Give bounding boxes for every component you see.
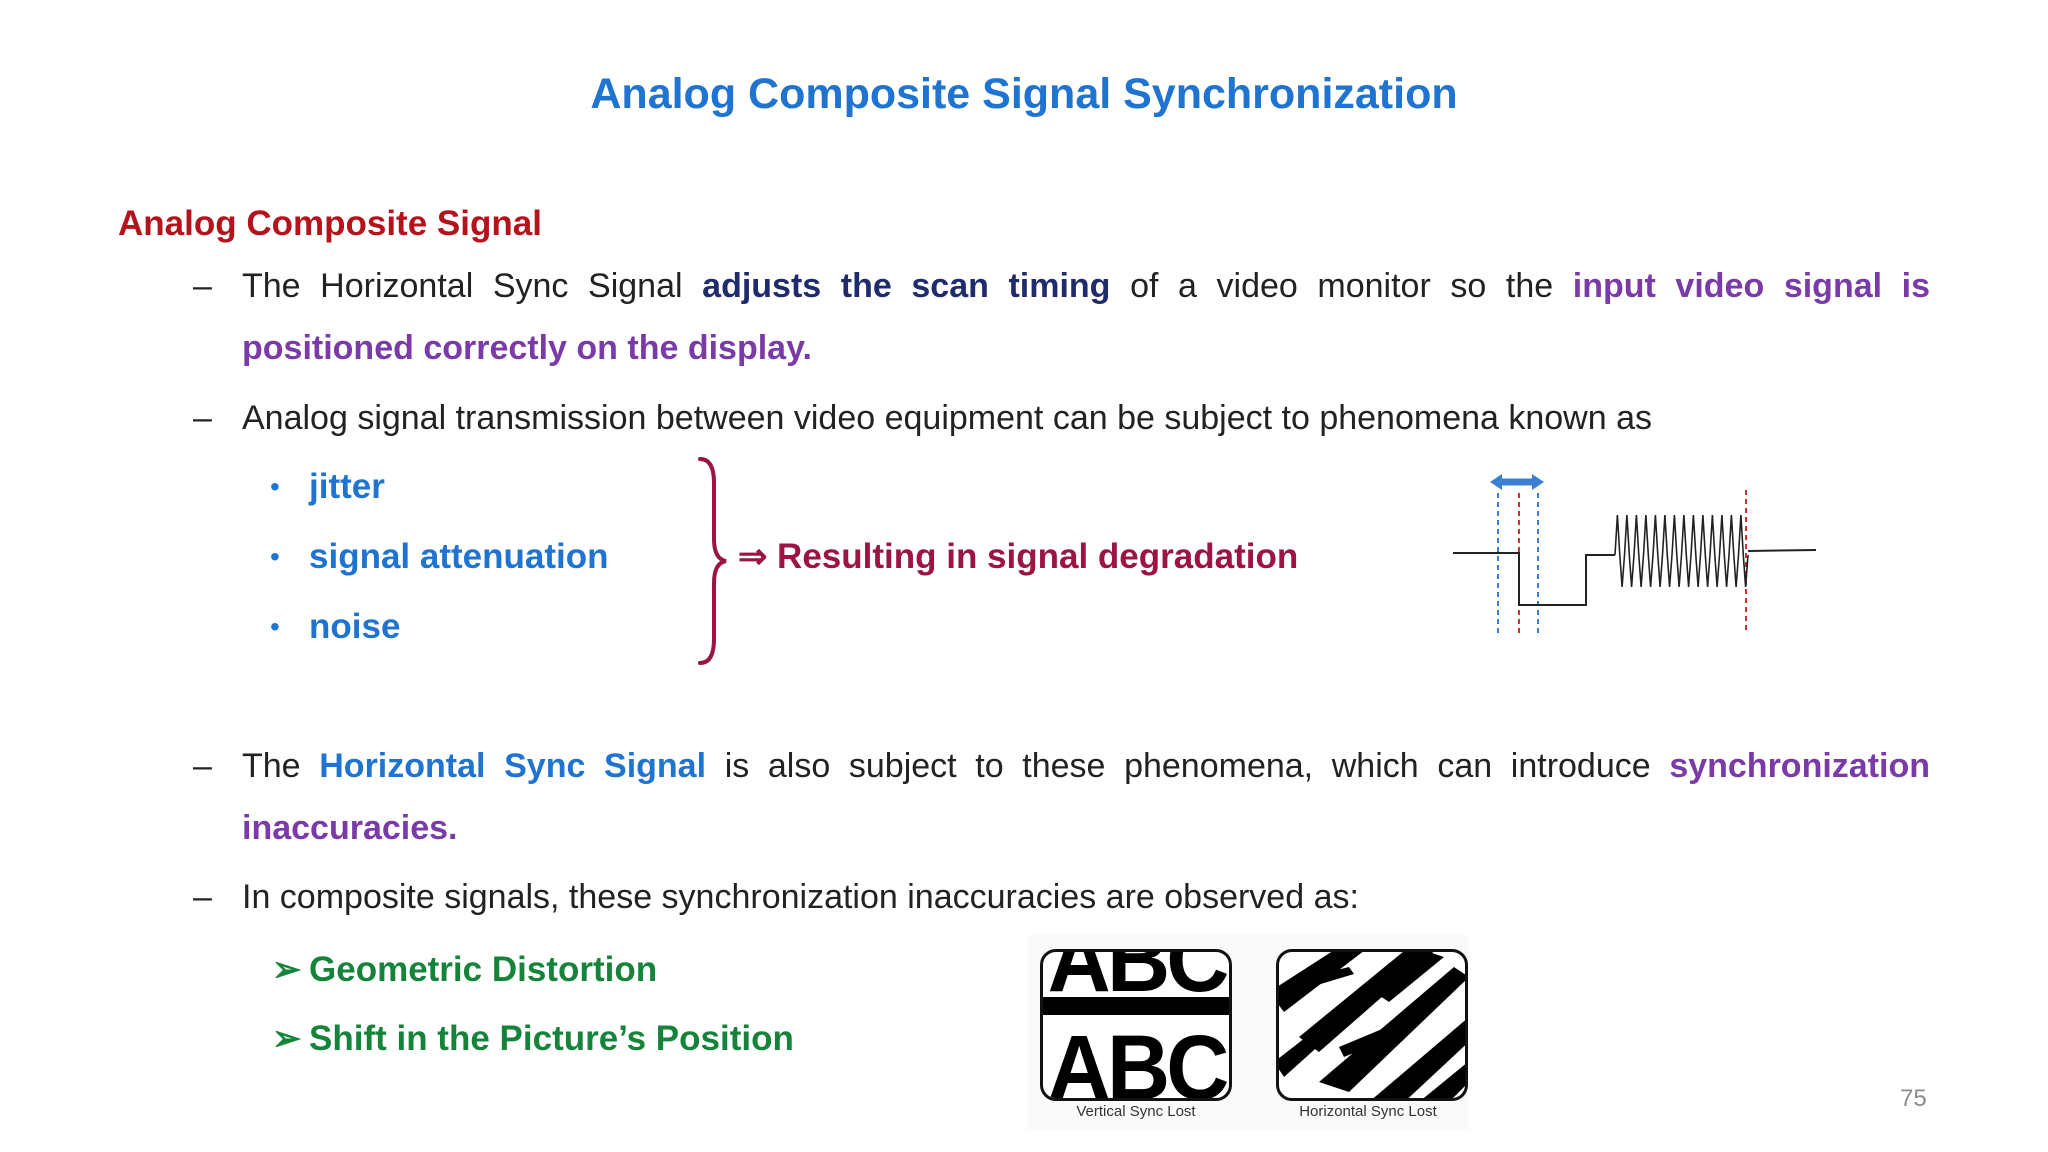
item3-highlight-synchronization: synchronization [1669, 747, 1931, 785]
observation-geometric-distortion: Geometric Distortion [309, 950, 658, 989]
scrolled-text-bottom: ABC [1047, 1017, 1229, 1101]
item1-text-b: of a video monitor so the [1130, 267, 1554, 305]
item1-text-a: The Horizontal Sync Signal [242, 267, 683, 305]
item3-text-b: is also subject to these phenomena, whic… [724, 747, 1651, 785]
arrow-bullet-icon: ➢ [272, 950, 302, 989]
right-brace-icon [698, 457, 727, 665]
horizontal-sync-caption: Horizontal Sync Lost [1299, 1103, 1437, 1120]
color-burst-trace [1614, 514, 1749, 588]
vertical-sync-lost-screen: ABC ABC [1040, 949, 1232, 1101]
item3-highlight-horizontal-sync: Horizontal Sync Signal [319, 747, 707, 785]
vertical-blanking-bar [1043, 997, 1229, 1015]
dash-marker: – [193, 878, 212, 916]
vertical-sync-caption: Vertical Sync Lost [1076, 1103, 1196, 1120]
item3-highlight-inaccuracies: inaccuracies. [242, 809, 458, 847]
item3-text-a: The [242, 747, 301, 785]
dash-marker: – [193, 747, 212, 785]
result-degradation: ⇒ Resulting in signal degradation [738, 537, 1299, 576]
sync-pulse-trace [1453, 552, 1615, 606]
item1-highlight-scan-timing: adjusts the scan timing [702, 267, 1111, 305]
item-analog-transmission: Analog signal transmission between video… [242, 399, 1653, 437]
horizontal-sync-lost-screen [1276, 949, 1468, 1101]
bullet-marker: • [270, 471, 280, 502]
item1-highlight-input-signal: input video signal is [1572, 267, 1931, 305]
baseline-trace [1747, 549, 1817, 552]
jitter-double-arrow-icon [1490, 474, 1544, 490]
diagonal-tearing-pattern [1279, 952, 1465, 1098]
phenomenon-jitter: jitter [309, 467, 385, 506]
bullet-marker: • [270, 541, 280, 572]
sync-waveform-diagram [1453, 474, 1817, 635]
item-horizontal-sync-line1: The Horizontal Sync Signal adjusts the s… [242, 267, 1930, 306]
sync-lost-figure: ABC ABC Vertical Sync Lost Horizontal Sy… [1028, 935, 1468, 1130]
dash-marker: – [193, 399, 212, 437]
item-sync-inaccuracies-line1: The Horizontal Sync Signal is also subje… [242, 747, 1930, 786]
observation-picture-shift: Shift in the Picture’s Position [309, 1019, 794, 1058]
bullet-marker: • [270, 611, 280, 642]
item1-highlight-positioned: positioned correctly on the display. [242, 329, 812, 367]
phenomenon-signal-attenuation: signal attenuation [309, 537, 609, 576]
page-number: 75 [1900, 1085, 1927, 1112]
phenomenon-noise: noise [309, 607, 401, 646]
item-observed-as: In composite signals, these synchronizat… [242, 878, 1359, 916]
dash-marker: – [193, 267, 212, 305]
arrow-bullet-icon: ➢ [272, 1019, 302, 1058]
section-heading: Analog Composite Signal [118, 204, 542, 243]
slide-title: Analog Composite Signal Synchronization [590, 70, 1458, 118]
